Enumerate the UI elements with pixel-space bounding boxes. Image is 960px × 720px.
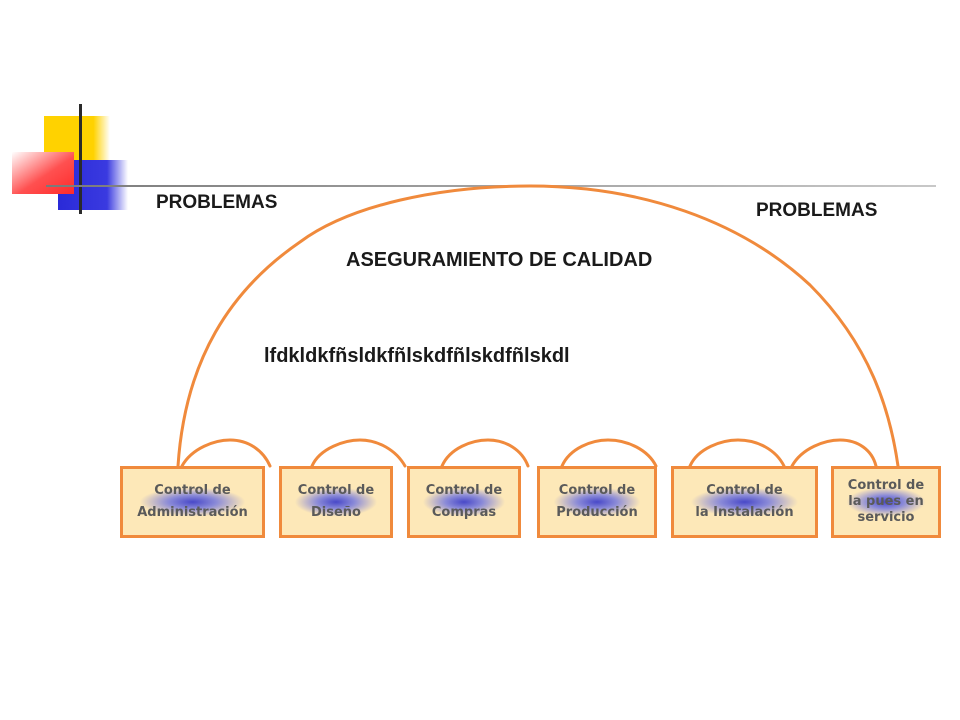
- box-puesta-en-servicio: Control de la pues en servicio: [831, 466, 941, 538]
- box-instalacion: Control de la Instalación: [671, 466, 818, 538]
- box-line: Control de: [425, 483, 503, 498]
- box-line: la Instalación: [695, 505, 794, 520]
- small-arc-1: [180, 438, 272, 468]
- box-line: Control de: [297, 483, 375, 498]
- big-arc: [176, 184, 900, 468]
- box-produccion: Control de Producción: [537, 466, 657, 538]
- box-line: servicio: [857, 510, 915, 525]
- box-line: Administración: [137, 505, 248, 520]
- diagram-subtitle: lfdkldkfñsldkfñlskdfñlskdfñlskdl: [264, 345, 570, 367]
- diagram-title: ASEGURAMIENTO DE CALIDAD: [346, 249, 653, 271]
- deco-vertical-line: [79, 104, 82, 214]
- box-compras: Control de Compras: [407, 466, 521, 538]
- small-arc-3: [440, 438, 530, 468]
- box-line: Diseño: [311, 505, 361, 520]
- small-arc-5: [688, 438, 786, 468]
- box-line: Control de: [706, 483, 783, 498]
- small-arc-2: [310, 438, 407, 468]
- problems-label-left: PROBLEMAS: [156, 192, 278, 213]
- problems-label-right: PROBLEMAS: [756, 200, 878, 221]
- box-line: la pues en: [848, 494, 924, 509]
- small-arc-6: [790, 438, 878, 468]
- box-line: Compras: [431, 505, 497, 520]
- box-line: Producción: [556, 505, 638, 520]
- box-line: Control de: [558, 483, 636, 498]
- box-line: Control de: [154, 483, 231, 498]
- box-administracion: Control de Administración: [120, 466, 265, 538]
- box-diseno: Control de Diseño: [279, 466, 393, 538]
- small-arc-4: [560, 438, 658, 468]
- box-line: Control de: [847, 478, 925, 493]
